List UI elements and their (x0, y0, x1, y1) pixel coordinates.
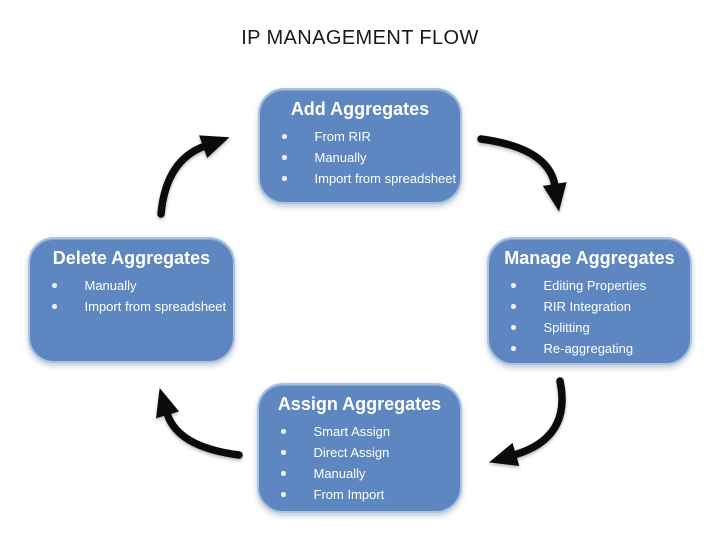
node-add-aggregates: Add Aggregates From RIR Manually Import … (258, 88, 462, 204)
bullet-icon (281, 429, 286, 434)
bullet-item: Editing Properties (499, 275, 680, 296)
curved-arrow-assign-to-delete-icon (156, 388, 243, 459)
bullet-item: From Import (269, 484, 450, 505)
page-title: IP MANAGEMENT FLOW (241, 27, 479, 49)
bullet-icon (52, 304, 57, 309)
bullet-item: Smart Assign (269, 421, 450, 442)
bullet-item: Direct Assign (269, 442, 450, 463)
bullet-list: From RIR Manually Import from spreadshee… (270, 126, 456, 189)
curved-arrow-delete-to-add-icon (157, 135, 230, 218)
node-title: Manage Aggregates (504, 248, 675, 268)
bullet-icon (511, 325, 516, 330)
bullet-item: Import from spreadsheet (40, 296, 226, 317)
node-manage-aggregates: Manage Aggregates Editing Properties RIR… (487, 237, 692, 365)
bullet-item: Manually (269, 463, 450, 484)
bullet-item: Re-aggregating (499, 338, 680, 359)
node-title: Assign Aggregates (277, 394, 442, 414)
bullet-item: From RIR (270, 126, 450, 147)
node-title: Delete Aggregates (52, 248, 211, 268)
bullet-icon (282, 134, 287, 139)
node-delete-aggregates: Delete Aggregates Manually Import from s… (28, 237, 235, 363)
node-assign-aggregates: Assign Aggregates Smart Assign Direct As… (257, 383, 462, 513)
node-title: Add Aggregates (290, 99, 430, 119)
bullet-icon (511, 304, 516, 309)
curved-arrow-add-to-manage-icon (477, 135, 567, 212)
bullet-list: Manually Import from spreadsheet (40, 275, 226, 317)
bullet-icon (282, 176, 287, 181)
bullet-icon (511, 346, 516, 351)
bullet-item: Import from spreadsheet (270, 168, 456, 189)
bullet-icon (281, 471, 286, 476)
bullet-item: Manually (40, 275, 223, 296)
bullet-list: Smart Assign Direct Assign Manually From… (269, 421, 450, 505)
bullet-icon (281, 450, 286, 455)
bullet-icon (52, 283, 57, 288)
bullet-item: Splitting (499, 317, 680, 338)
bullet-icon (511, 283, 516, 288)
curved-arrow-manage-to-assign-icon (489, 377, 566, 466)
bullet-item: Manually (270, 147, 450, 168)
bullet-icon (281, 492, 286, 497)
bullet-icon (282, 155, 287, 160)
bullet-list: Editing Properties RIR Integration Split… (499, 275, 680, 359)
bullet-item: RIR Integration (499, 296, 680, 317)
